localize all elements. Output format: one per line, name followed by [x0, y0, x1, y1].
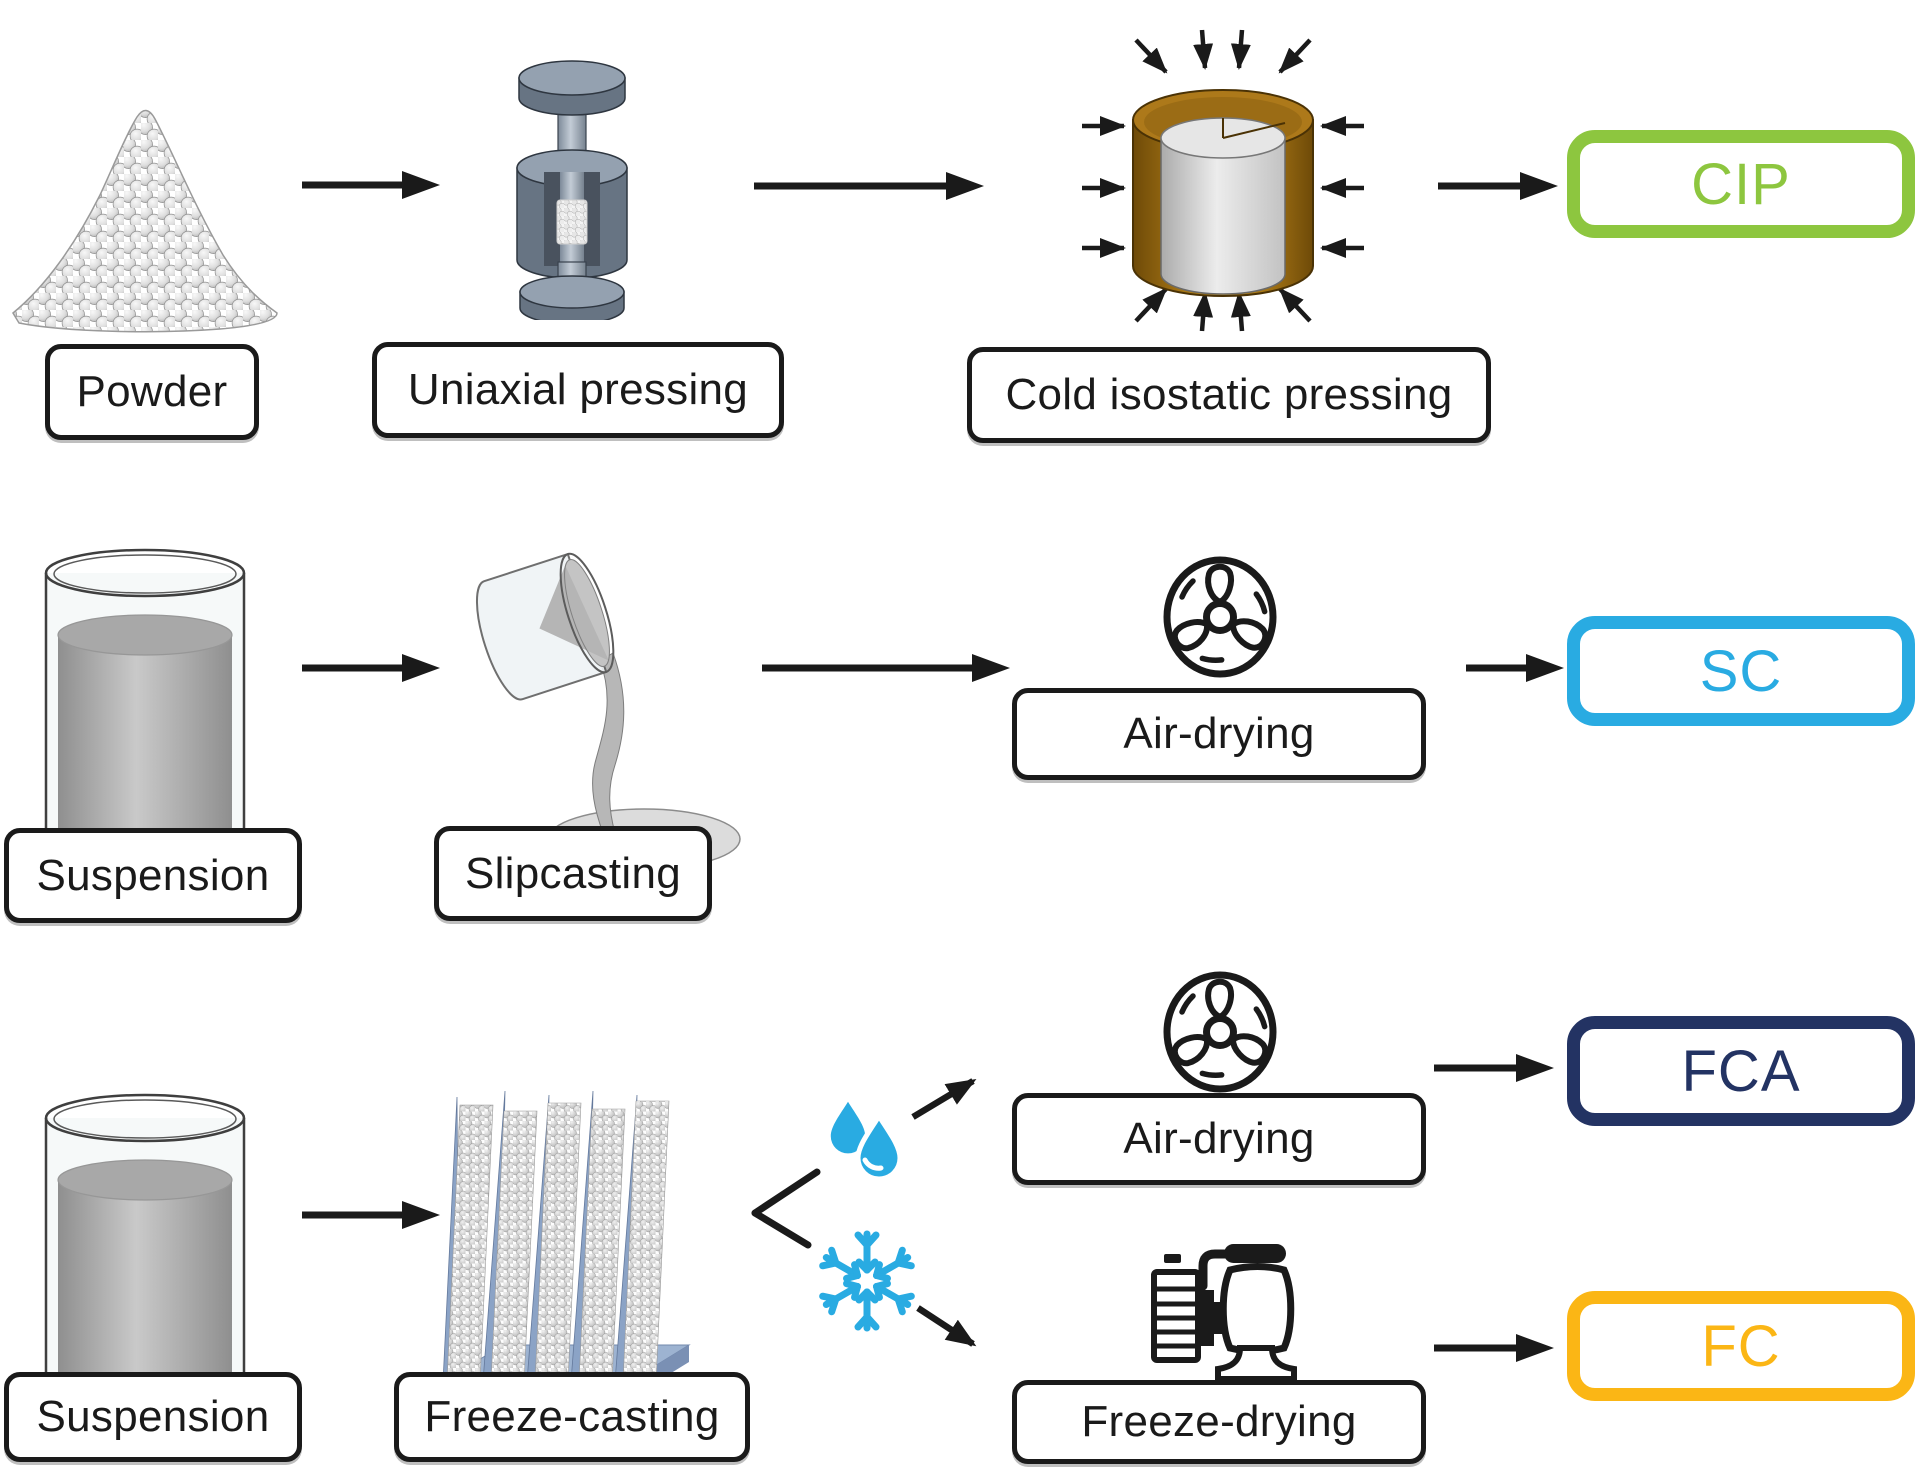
result-box-cip: CIP [1567, 130, 1915, 238]
process-box-freeze-drying: Freeze-drying [1012, 1380, 1426, 1464]
freeze-cast-structure-icon [441, 1090, 691, 1399]
snowflake-icon [819, 1230, 915, 1332]
label-uniaxial-pressing-text: Uniaxial pressing [407, 365, 749, 414]
label-cold-isostatic-pressing-text: Cold isostatic pressing [1005, 370, 1453, 419]
result-sc-text: SC [1699, 638, 1783, 704]
label-freeze-casting: Freeze-casting [394, 1372, 750, 1462]
branch-split-arrows [751, 1078, 977, 1347]
flow-arrow-row3-c [1434, 1334, 1554, 1362]
label-powder: Powder [45, 344, 259, 440]
label-powder-text: Powder [76, 367, 228, 416]
label-suspension-row3: Suspension [4, 1372, 302, 1462]
process-box-air-drying-row3: Air-drying [1012, 1093, 1426, 1185]
label-freeze-casting-text: Freeze-casting [424, 1392, 720, 1441]
result-fca-text: FCA [1681, 1038, 1801, 1104]
flow-arrow-row3-a [302, 1201, 440, 1229]
air-drying-row3-text: Air-drying [1123, 1114, 1315, 1163]
flow-arrow-row2-c [1466, 654, 1564, 682]
water-droplets-icon [830, 1101, 903, 1182]
air-drying-row2-text: Air-drying [1123, 709, 1315, 758]
flow-arrow-row2-a [302, 654, 440, 682]
label-slipcasting-text: Slipcasting [464, 848, 682, 898]
cold-isostatic-press-icon [1082, 29, 1364, 332]
fan-icon [1163, 971, 1277, 1093]
result-box-fca: FCA [1567, 1016, 1915, 1126]
flow-arrow-row1-c [1438, 172, 1558, 200]
result-box-fc: FC [1567, 1291, 1915, 1401]
result-cip-text: CIP [1691, 151, 1791, 217]
label-suspension-row2: Suspension [4, 828, 302, 923]
flow-arrow-row3-b [1434, 1054, 1554, 1082]
result-fc-text: FC [1701, 1313, 1781, 1379]
label-slipcasting: Slipcasting [434, 826, 712, 921]
flow-arrow-row1-a [302, 171, 440, 199]
vacuum-pump-icon [1151, 1244, 1297, 1382]
suspension-beaker-icon [44, 548, 246, 871]
fan-icon [1163, 556, 1277, 678]
powder-pile-icon [12, 109, 278, 333]
label-suspension-row3-text: Suspension [36, 1392, 270, 1441]
freeze-drying-text: Freeze-drying [1081, 1397, 1357, 1446]
label-uniaxial-pressing: Uniaxial pressing [372, 342, 784, 438]
suspension-beaker-icon [44, 1093, 246, 1416]
uniaxial-press-icon [516, 60, 628, 320]
label-suspension-row2-text: Suspension [36, 850, 270, 900]
label-cold-isostatic-pressing: Cold isostatic pressing [967, 347, 1491, 443]
flow-arrow-row2-b [762, 654, 1010, 682]
flow-arrow-row1-b [754, 172, 984, 200]
result-box-sc: SC [1567, 616, 1915, 726]
process-box-air-drying-row2: Air-drying [1012, 688, 1426, 780]
